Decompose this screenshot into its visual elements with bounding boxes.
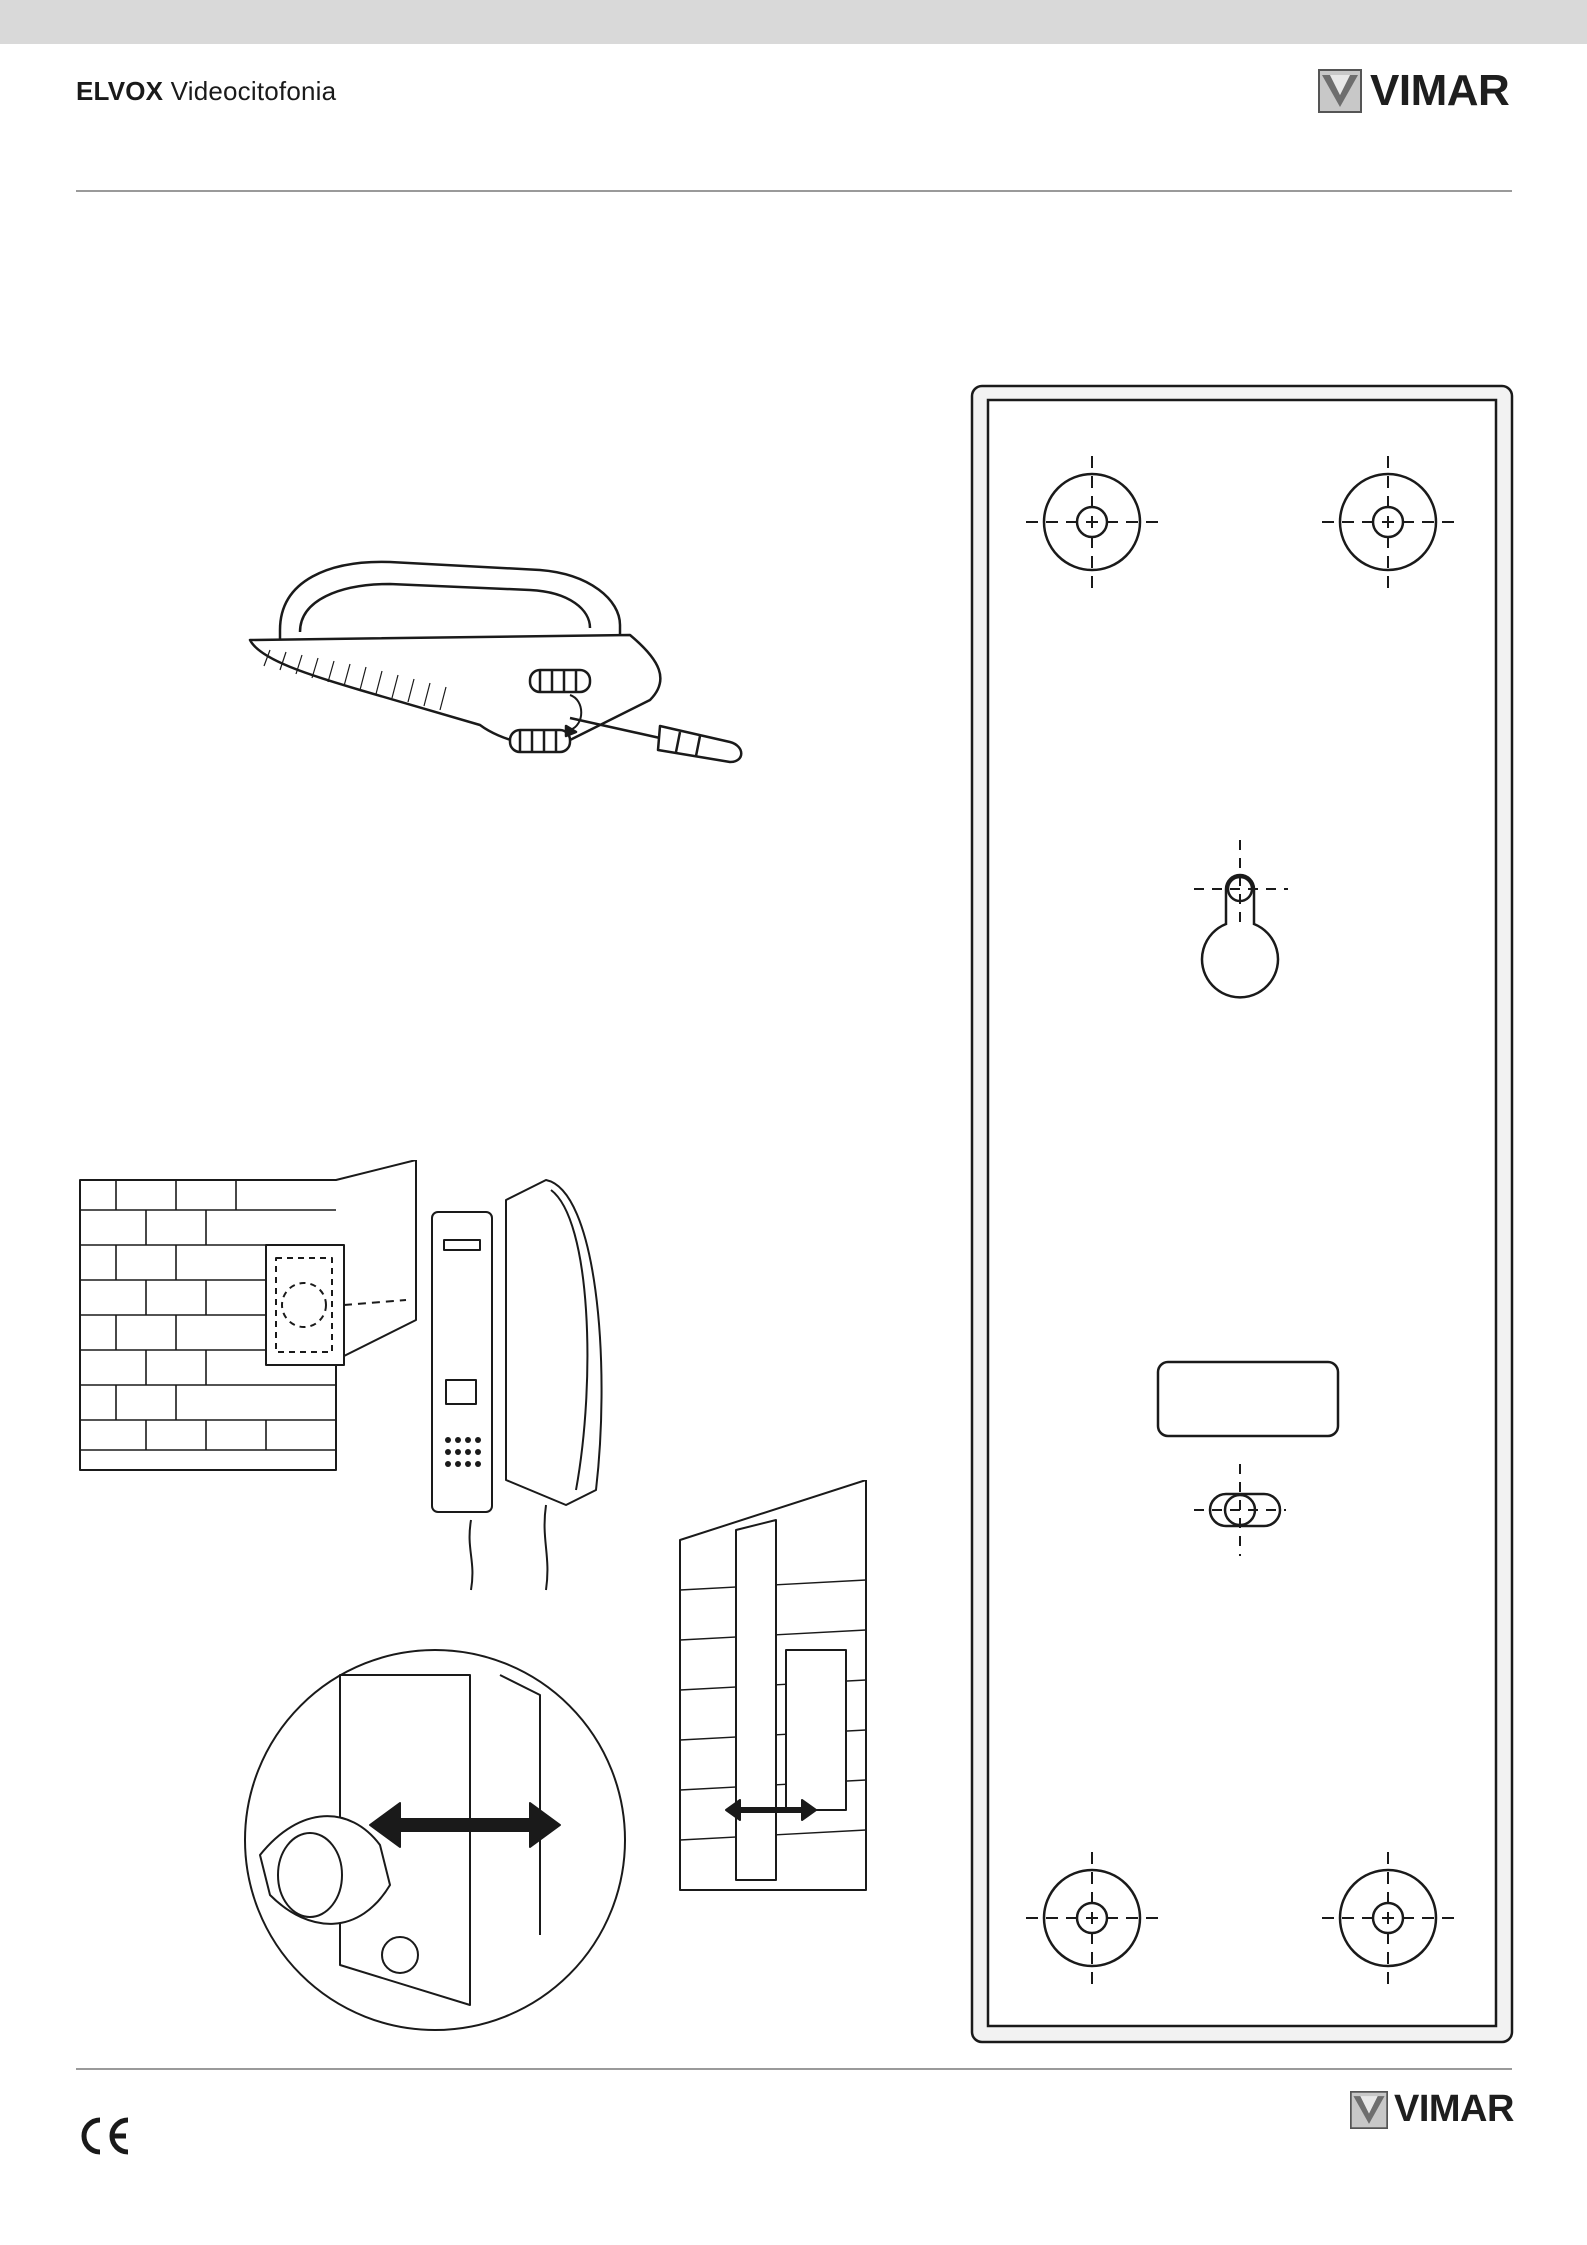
- mounting-plate: [432, 1212, 492, 1512]
- vimar-logo-icon: [1350, 2091, 1388, 2129]
- detail-zoom-illustration: [240, 1635, 630, 2045]
- logo-text: VIMAR: [1394, 2088, 1514, 2131]
- brand-name: ELVOX: [76, 76, 163, 106]
- mounted-side-illustration: [676, 1480, 876, 1900]
- drilling-template: [970, 384, 1514, 2044]
- ce-mark-icon: CE: [76, 2116, 132, 2156]
- handset-side: [506, 1180, 602, 1505]
- brand-line: ELVOX Videocitofonia: [76, 76, 336, 107]
- vimar-logo-footer: VIMAR: [1350, 2088, 1514, 2131]
- top-band: [0, 0, 1587, 44]
- vimar-logo-header: VIMAR: [1318, 66, 1509, 116]
- header-rule: [76, 190, 1512, 192]
- screwdriver-icon: [570, 718, 741, 762]
- vimar-logo-icon: [1318, 69, 1362, 113]
- logo-text: VIMAR: [1370, 66, 1509, 116]
- ce-mark: CE: [76, 2116, 132, 2161]
- handset-screw-illustration: [240, 540, 760, 800]
- flush-box: [266, 1245, 344, 1365]
- wall-mounting-illustration: [76, 1160, 636, 1600]
- wall-plug: [510, 730, 570, 752]
- wall-plug: [530, 670, 590, 692]
- product-line: Videocitofonia: [171, 76, 337, 106]
- footer-rule: [76, 2068, 1512, 2070]
